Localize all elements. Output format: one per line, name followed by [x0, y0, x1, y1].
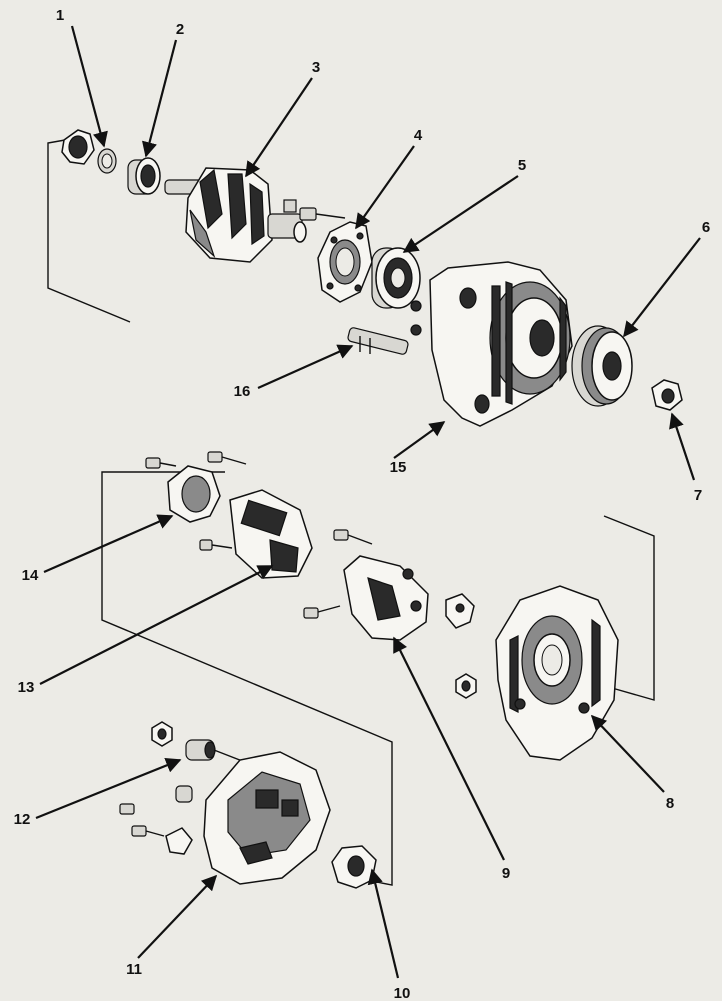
- callout-9: 9: [502, 865, 510, 882]
- callout-1: 1: [56, 7, 64, 24]
- part-14-brush-cover: [145, 451, 247, 523]
- part-13-regulator: [199, 489, 313, 579]
- callout-14: 14: [22, 567, 39, 584]
- part-2-front-bearing: [127, 157, 161, 195]
- terminal-nut: [455, 673, 477, 699]
- retainer-bolt: [299, 207, 346, 221]
- callout-2: 2: [176, 21, 184, 38]
- callout-13: 13: [18, 679, 35, 696]
- callout-3: 3: [312, 59, 320, 76]
- callout-8: 8: [666, 795, 674, 812]
- callout-16: 16: [234, 383, 251, 400]
- part-5-rear-bearing: [371, 247, 421, 309]
- callout-5: 5: [518, 157, 526, 174]
- terminal-insulator: [445, 593, 475, 629]
- callout-12: 12: [14, 811, 31, 828]
- callout-10: 10: [394, 985, 411, 1001]
- part-1-dust-seal: [61, 129, 117, 174]
- part-8-rear-housing: [495, 585, 619, 761]
- part-9-rectifier: [303, 529, 429, 641]
- callout-11: 11: [126, 961, 142, 978]
- callout-labels: 1 2 3 4 5 6 7 8 9 10 11 12 13 14 15 16: [14, 7, 711, 1001]
- callout-arrows: [35, 25, 701, 979]
- callout-7: 7: [694, 487, 702, 504]
- callout-6: 6: [702, 219, 710, 236]
- part-3-rotor: [164, 167, 307, 263]
- callout-4: 4: [414, 127, 423, 144]
- part-6-pulley: [571, 325, 633, 407]
- callout-15: 15: [390, 459, 407, 476]
- part-16-stud-bolt: [347, 327, 409, 355]
- part-15-front-housing: [410, 261, 573, 427]
- part-7-pulley-nut: [651, 379, 683, 411]
- reference-lines: [47, 139, 655, 886]
- part-11-rear-cover: [119, 751, 331, 885]
- part-4-retainer-plate: [317, 221, 373, 303]
- part-12-terminal-bushings: [151, 721, 251, 803]
- part-10-insulator-cap: [331, 845, 377, 889]
